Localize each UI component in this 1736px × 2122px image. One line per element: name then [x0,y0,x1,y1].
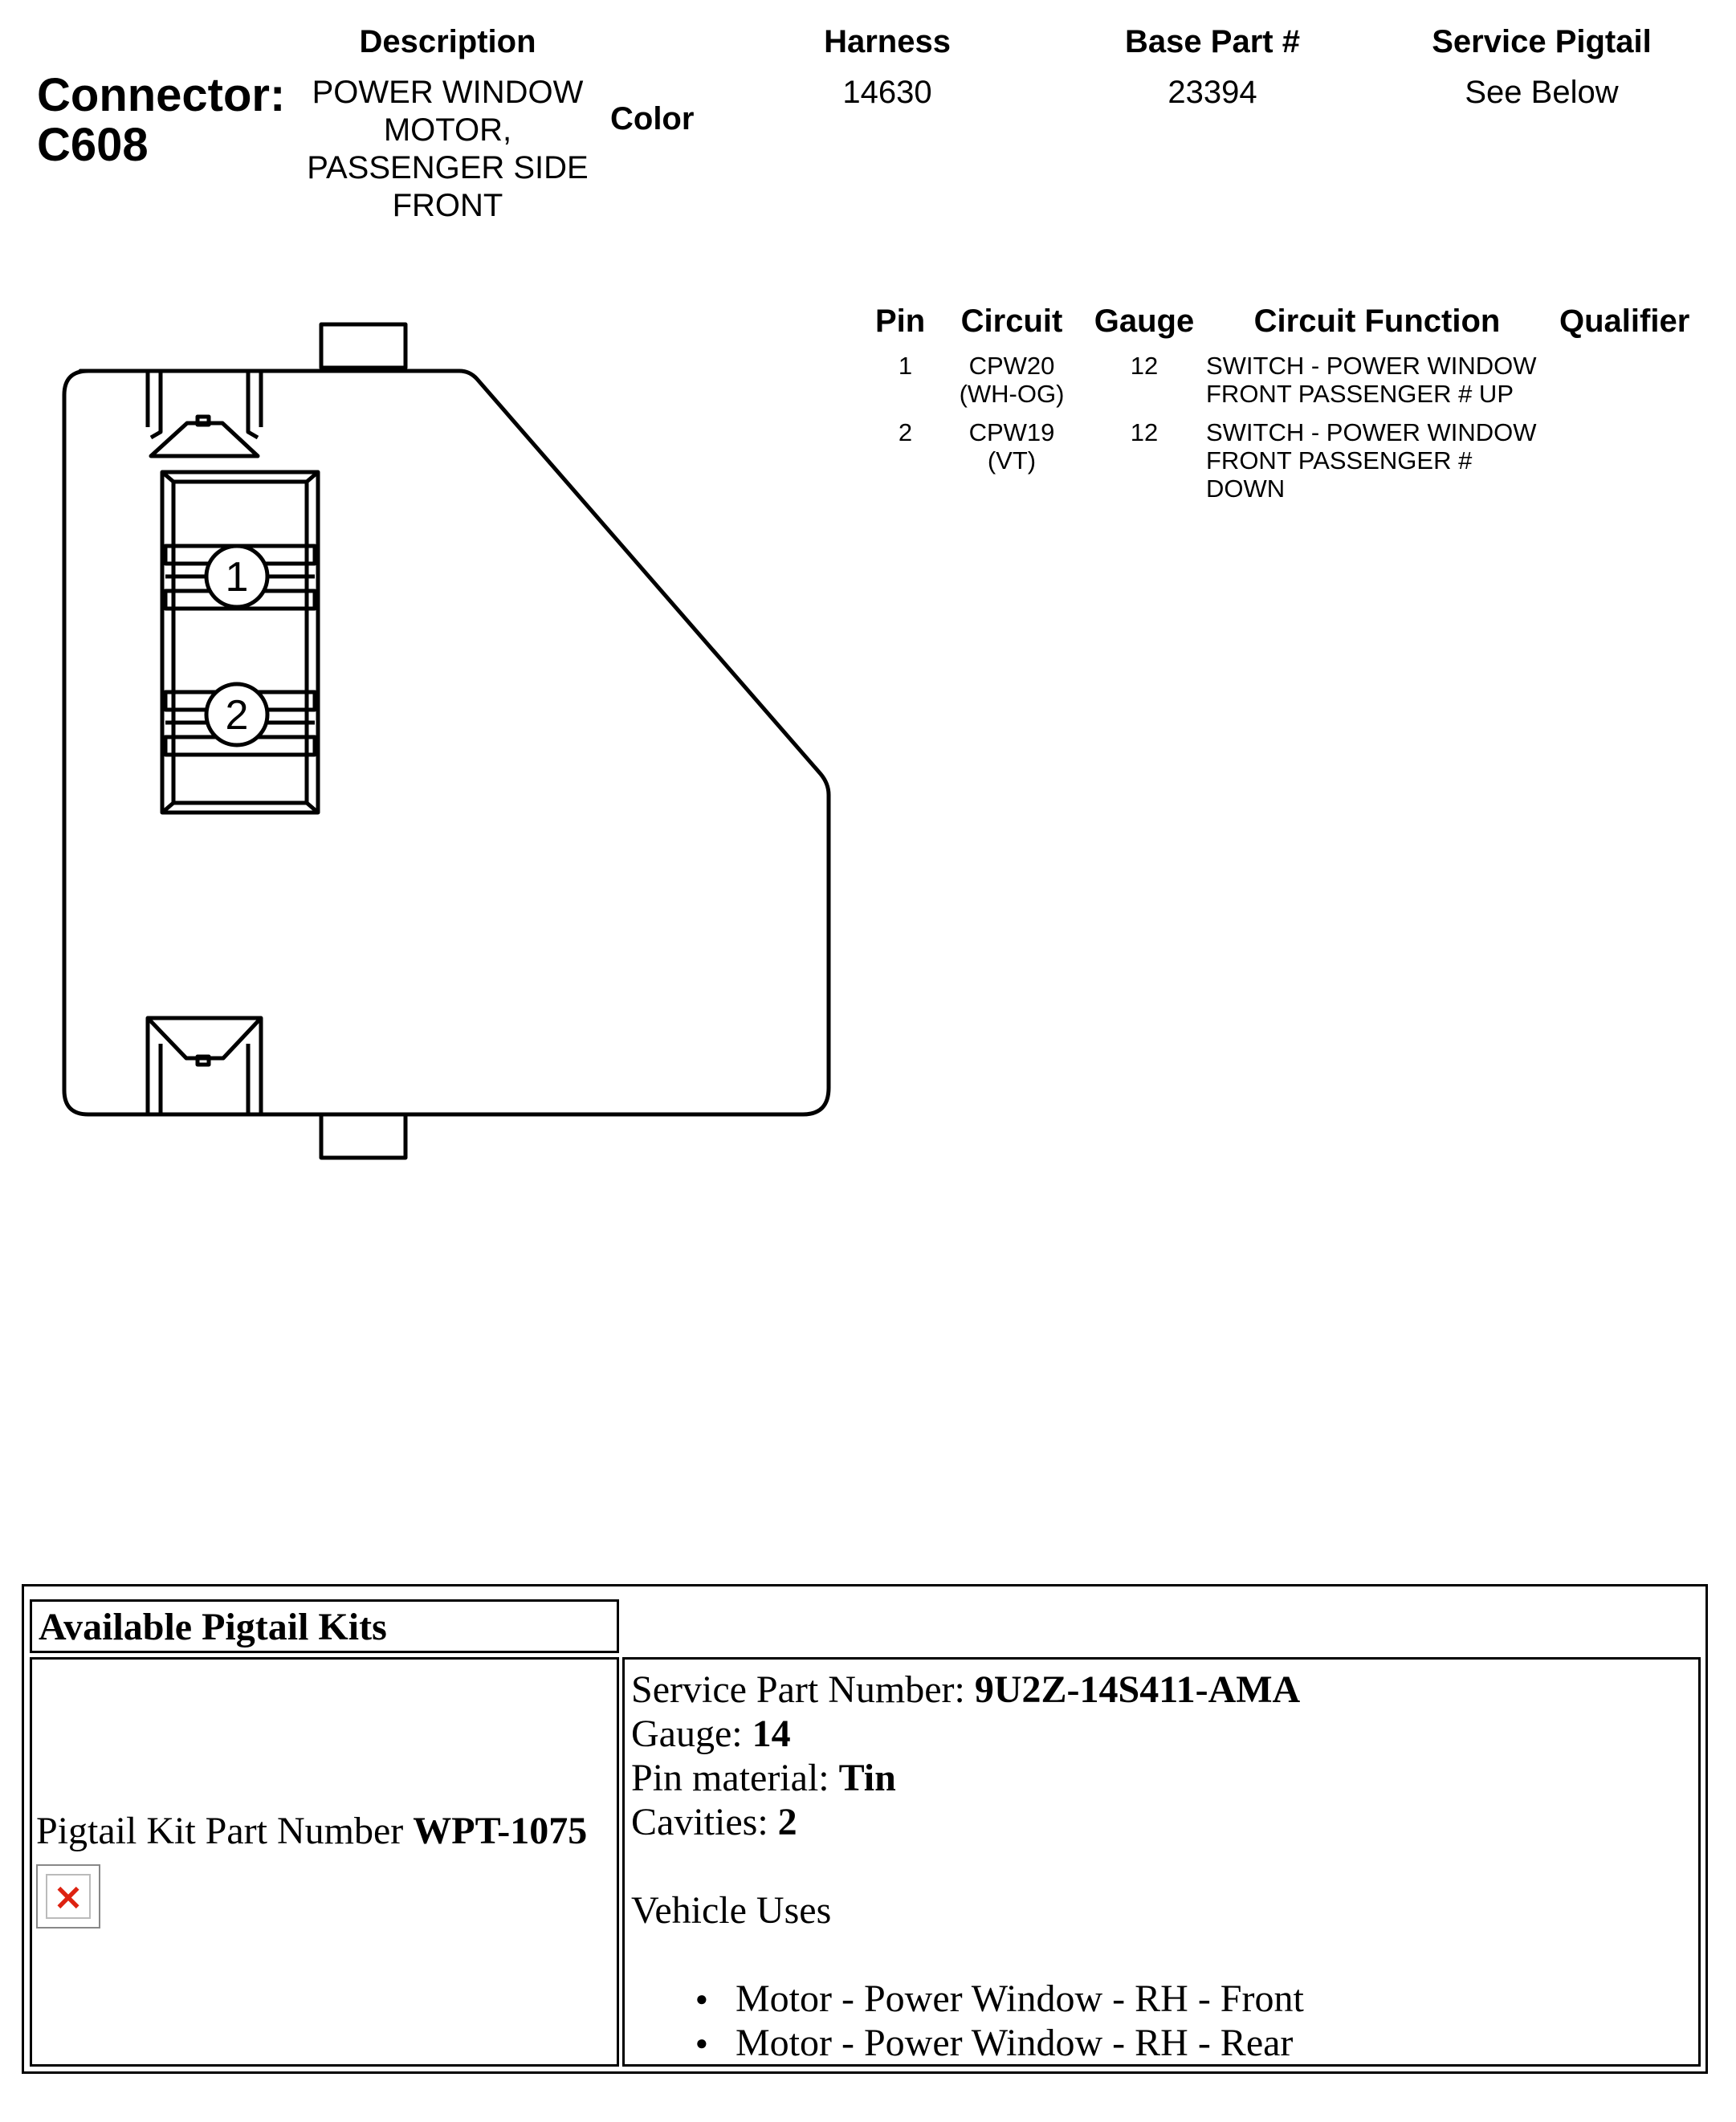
description-line: PASSENGER SIDE [307,150,589,185]
base-part-header: Base Part # [1125,24,1300,59]
list-item: Motor - Power Window - RH - Front [695,1977,1692,2021]
gauge-line: Gauge: 14 [631,1713,791,1755]
description-line: POWER WINDOW [312,75,584,110]
connector-label: Connector: [37,69,286,121]
pigtail-kits-title: Available Pigtail Kits [39,1606,387,1648]
connector-diagram: 1 2 [62,322,831,1160]
pin-1-circle [204,544,270,609]
pin-col-header: Pin [875,303,926,339]
pin-table-row-2-pin: 2 [898,418,913,446]
circuit-col-header: Circuit [960,303,1063,339]
connector-title: Connector: C608 [37,71,285,170]
cavity-block [160,470,320,815]
pin-2-label: 2 [226,692,249,739]
top-latch [149,421,260,458]
qualifier-col-header: Qualifier [1559,303,1690,339]
bottom-tab [319,1112,408,1160]
bottom-latch [145,1016,263,1061]
connector-body [62,369,831,1117]
pin-table-row-2-function: SWITCH - POWER WINDOW FRONT PASSENGER # … [1206,418,1537,503]
harness-header: Harness [824,24,951,59]
vehicle-uses-heading: Vehicle Uses [631,1889,832,1932]
service-pigtail-value: See Below [1465,75,1619,110]
description-line: MOTOR, [383,112,512,148]
cavities-line: Cavities: 2 [631,1801,797,1843]
base-part-value: 23394 [1168,75,1257,110]
pin-table-row-1-function: SWITCH - POWER WINDOW FRONT PASSENGER # … [1206,352,1537,408]
description-value: POWER WINDOW MOTOR, PASSENGER SIDE FRONT [285,74,610,225]
pigtail-kits-table [22,1584,1708,2074]
pin-table-row-1-pin: 1 [898,352,913,380]
pigtail-details-cell: Service Part Number: 9U2Z-14S411-AMA Gau… [622,1657,1701,2067]
pigtail-kit-label: Pigtail Kit Part Number [36,1810,414,1852]
pigtail-kit-part-number: Pigtail Kit Part Number WPT-1075 [36,1809,587,1853]
color-header: Color [610,101,695,136]
pin-material-line: Pin material: Tin [631,1757,896,1799]
cavities-value: 2 [777,1801,797,1843]
pin-2-circle [204,682,270,747]
top-tab [319,322,408,370]
pin-table-row-2-circuit: CPW19 (VT) [968,418,1055,474]
pigtail-kit-cell: Pigtail Kit Part Number WPT-1075 × [30,1657,619,2067]
vehicle-uses-list: Motor - Power Window - RH - Front Motor … [695,1977,1692,2065]
pin-1-label: 1 [226,554,249,601]
connector-id: C608 [37,119,149,171]
service-part-number: 9U2Z-14S411-AMA [974,1668,1301,1711]
service-pigtail-header: Service Pigtail [1432,24,1652,59]
description-header: Description [359,24,536,59]
pin-table-row-2-gauge: 12 [1130,418,1159,446]
pin-table-row-1-gauge: 12 [1130,352,1159,380]
pin-material-value: Tin [838,1757,896,1799]
function-col-header: Circuit Function [1253,303,1501,339]
pin-table-row-1-circuit: CPW20 (WH-OG) [959,352,1065,408]
broken-image-icon: × [36,1864,100,1929]
list-item: Motor - Power Window - RH - Rear [695,2021,1692,2065]
pigtail-kit-number: WPT-1075 [413,1810,588,1852]
description-line: FRONT [392,188,503,223]
harness-value: 14630 [842,75,932,110]
service-part-line: Service Part Number: 9U2Z-14S411-AMA [631,1668,1301,1711]
pigtail-kits-title-cell: Available Pigtail Kits [30,1599,619,1653]
gauge-col-header: Gauge [1094,303,1195,339]
gauge-value: 14 [752,1713,791,1755]
